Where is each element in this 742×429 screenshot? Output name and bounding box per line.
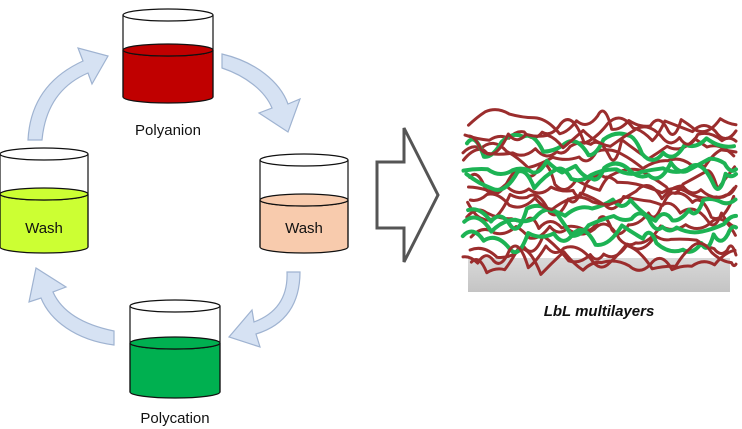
- beaker-polyanion-liquid: [122, 49, 214, 104]
- beaker-wash-left-rim: [0, 147, 89, 161]
- beaker-polycation: Polycation: [129, 299, 221, 427]
- polycation-chain: [462, 207, 738, 238]
- polyanion-chain: [461, 241, 738, 271]
- polyanion-chain: [468, 162, 737, 196]
- polycation-chain: [460, 223, 738, 255]
- beaker-wash-right-wall: [259, 160, 349, 247]
- polycation-chain: [464, 163, 738, 192]
- beaker-polyanion-liquid-surface: [122, 43, 214, 57]
- polyanion-chain: [466, 191, 736, 222]
- polymer-chains: [460, 108, 738, 276]
- multilayer-caption: LbL multilayers: [544, 303, 655, 320]
- beaker-polycation-liquid: [129, 342, 221, 399]
- process-arrow-icon: [375, 127, 440, 263]
- beaker-polyanion-wall: [122, 15, 214, 97]
- arrow-top-left: [27, 47, 109, 141]
- beaker-wash-left-wall: [0, 154, 89, 247]
- lbl-multilayer-film: LbL multilayers: [460, 108, 738, 320]
- polyanion-chain: [469, 247, 737, 276]
- beaker-polycation-rim: [129, 299, 221, 313]
- polyanion-chain: [468, 183, 738, 211]
- beaker-polycation-liquid-surface: [129, 336, 221, 350]
- arrow-bottom-right: [227, 271, 301, 348]
- beaker-polyanion: Polyanion: [122, 8, 214, 139]
- cycle-arrows: [27, 47, 302, 348]
- arrow-bottom-left: [28, 267, 115, 346]
- beaker-wash-left-liquid-surface: [0, 187, 89, 201]
- beaker-polycation-label: Polycation: [140, 410, 209, 427]
- beaker-wash-right-liquid-surface: [259, 193, 349, 207]
- beaker-polyanion-label: Polyanion: [135, 122, 201, 139]
- beaker-wash-right-rim: [259, 153, 349, 167]
- beaker-polyanion-rim: [122, 8, 214, 22]
- beaker-polycation-wall: [129, 306, 221, 392]
- polycation-chain: [465, 131, 736, 163]
- polyanion-chain: [467, 108, 738, 136]
- beaker-wash-left-label: Wash: [25, 220, 63, 237]
- polyanion-chain: [467, 125, 738, 156]
- beaker-wash-right: Wash: [259, 153, 349, 254]
- beaker-wash-left: Wash: [0, 147, 89, 254]
- arrow-top-right: [221, 53, 302, 133]
- polycation-chain: [466, 197, 738, 231]
- beaker-wash-right-label: Wash: [285, 220, 323, 237]
